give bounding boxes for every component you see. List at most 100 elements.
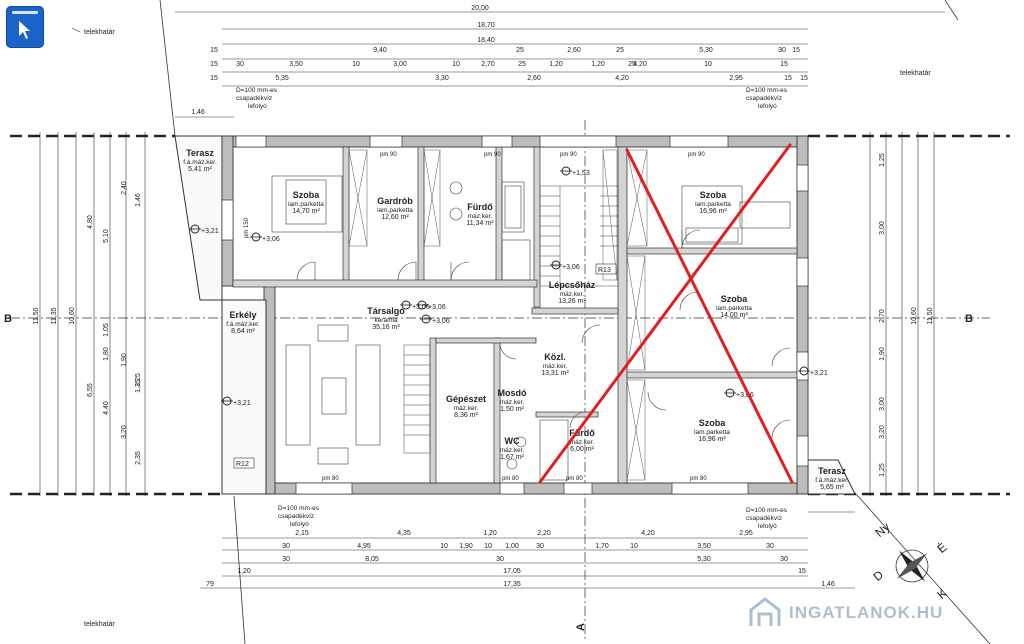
demolition-cross (538, 143, 794, 484)
downpipe-note: lefolyó (290, 521, 309, 528)
room-finish: máz.ker. (570, 439, 595, 446)
dimension-value: 2,70 (481, 61, 495, 68)
section-label-b-left: B (4, 313, 12, 325)
dimension-value: 1,46 (191, 109, 205, 116)
dimension-value: 15 (210, 47, 218, 54)
dimension-value: 3,30 (435, 75, 449, 82)
room-finish: lam.parketta (377, 207, 413, 214)
level-value: +3,06 (736, 392, 754, 399)
room-name: Mosdó (498, 388, 527, 398)
property-boundaries (159, 0, 991, 644)
dimension-value: 4,20 (633, 61, 647, 68)
top-dimension-chains (175, 11, 945, 118)
dimension-value: 2,60 (527, 75, 541, 82)
dimension-value: 2,25 (135, 373, 142, 387)
room-finish: f.á.máz.ker. (226, 321, 260, 328)
dimension-value: 1,90 (121, 353, 128, 367)
dimension-value: 2,35 (135, 451, 142, 465)
telekhatar-label-tl: telekhatár (84, 29, 115, 36)
dimension-value: 1,20 (237, 568, 251, 575)
window-label: pm 150 (244, 217, 250, 238)
window-label: pm 90 (484, 152, 501, 158)
room-area: 11,34 m² (466, 220, 494, 227)
room-name: Gardrób (377, 196, 413, 206)
room-finish: máz.ker. (560, 291, 585, 298)
window-label: pm 90 (688, 152, 705, 158)
dimension-value: 15 (210, 61, 218, 68)
dimension-value: 6,55 (87, 383, 94, 397)
room-area: 12,60 m² (381, 214, 409, 221)
room-name: WC (505, 436, 520, 446)
windows (221, 135, 809, 495)
dimension-value: 10 (352, 61, 360, 68)
room-area: 13,31 m² (541, 370, 569, 377)
bottom-dimension-chains (200, 511, 855, 589)
downpipe-note: csapadékvíz (746, 515, 782, 522)
room-area: 8,36 m² (454, 412, 478, 419)
room-name: Szoba (293, 190, 320, 200)
room-area: 35,16 m² (372, 324, 400, 331)
window-label: pm 90 (560, 152, 577, 158)
dimension-value: 11,35 (51, 307, 58, 324)
cursor-arrow-icon (19, 21, 30, 39)
left-dimension-chains (39, 132, 146, 496)
dimension-value: 1,05 (103, 323, 110, 337)
dimension-value: 10,60 (911, 307, 918, 325)
dimension-value: 18,70 (477, 22, 495, 29)
dimension-value: 18,40 (477, 37, 495, 44)
dimension-value: 17,05 (503, 568, 521, 575)
dimension-value: 3,00 (393, 61, 407, 68)
room-area: 1,50 m² (500, 406, 524, 413)
dimension-value: 4,40 (103, 401, 110, 415)
level-markers: +3,21+3,06+3,06+1,53+3,06+3,06+3,21+3,21… (189, 166, 828, 407)
level-value: +3,21 (233, 400, 251, 407)
room-area: 13,26 m² (558, 298, 586, 305)
room-area: 5,41 m² (188, 166, 212, 173)
room-name: Fürdő (569, 428, 595, 438)
room-finish: máz.ker. (454, 405, 479, 412)
window-label: pm 90 (380, 152, 397, 158)
downpipe-note: D=100 mm-es (236, 87, 278, 94)
room-finish: máz.ker. (468, 213, 493, 220)
dimension-value: 3,50 (697, 543, 711, 550)
dimension-value: 5,30 (697, 556, 711, 563)
dimension-value: 2,15 (295, 530, 309, 537)
dimension-value: 2,95 (739, 530, 753, 537)
downpipe-note: D=100 mm-es (278, 505, 320, 512)
dimension-value: 1,35 (135, 379, 142, 393)
downpipe-note: D=100 mm-es (746, 87, 788, 94)
dimension-value: 10 (704, 61, 712, 68)
room-name: Szoba (721, 294, 748, 304)
house-logo-icon (749, 597, 781, 626)
room-area: 5,65 m² (820, 484, 844, 491)
room-area: 14,00 m² (720, 312, 748, 319)
dimension-value: 10,60 (69, 307, 76, 325)
dimension-value: 15 (792, 47, 800, 54)
pointer-tool-button[interactable] (6, 6, 44, 48)
watermark: INGATLANOK.HU (745, 596, 943, 630)
dimension-value: 2,40 (121, 181, 128, 195)
dimension-value: 11,50 (33, 307, 40, 324)
room-finish: máz.ker. (500, 447, 525, 454)
compass-label-ny: Ny (872, 520, 892, 540)
downpipe-note: lefolyó (758, 103, 777, 110)
dimension-value: 10 (452, 61, 460, 68)
room-area: 6,00 m² (570, 446, 594, 453)
dimension-value: 3,00 (879, 221, 886, 235)
room-finish: f.á.máz.ker. (815, 477, 849, 484)
room-name: Erkély (229, 310, 256, 320)
dimension-value: 1,90 (879, 347, 886, 361)
dimension-value: 1,25 (879, 153, 886, 167)
tag-r12: R12 (236, 461, 249, 468)
dimension-value: 30 (766, 543, 774, 550)
dimension-value: 5,10 (103, 229, 110, 243)
downpipe-note: csapadékvíz (278, 513, 314, 520)
downpipe-note: D=100 mm-es (746, 507, 788, 514)
dimension-value: 15 (798, 568, 806, 575)
dimension-value: 25 (616, 47, 624, 54)
dimension-value: 4,20 (641, 530, 655, 537)
dimension-value: 30 (536, 543, 544, 550)
dimension-value: 1,25 (879, 463, 886, 477)
